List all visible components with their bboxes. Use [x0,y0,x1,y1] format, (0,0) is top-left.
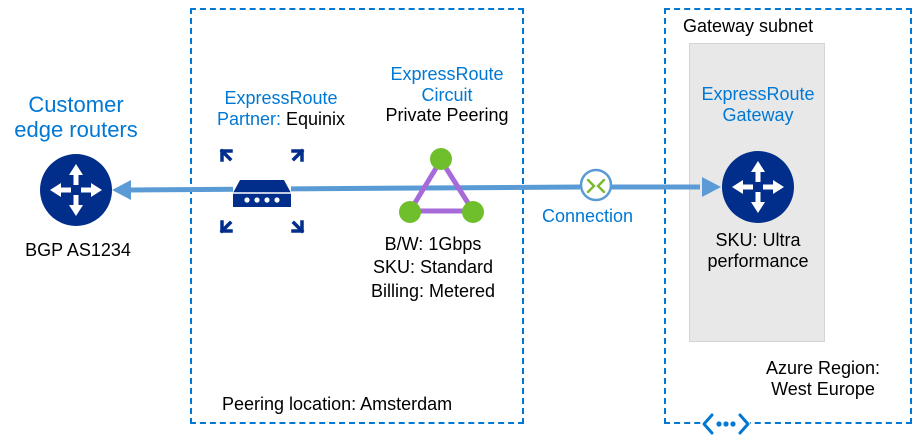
customer-title-line2: edge routers [14,117,138,143]
gateway-line2: Gateway [722,104,794,125]
expressroute-circuit-icon [399,148,484,223]
router-icon [40,154,112,226]
gateway-sku: SKU: Ultra performance [689,230,827,271]
partner-label: ExpressRoute Partner: Equinix [198,88,364,129]
customer-asn: BGP AS1234 [25,240,131,260]
circuit-properties: B/W: 1Gbps SKU: Standard Billing: Metere… [350,233,516,303]
circuit-billing: Billing: Metered [370,280,496,301]
network-device-icon [219,148,305,234]
connection-label: Connection [542,206,634,226]
arrow-left-icon [112,180,131,200]
azure-region-boundary [664,8,912,424]
partner-line1: ExpressRoute [224,88,338,108]
gateway-router-icon [722,151,794,223]
arrow-right-icon [702,177,721,197]
circuit-peering-type: Private Peering [385,105,509,126]
region-line1: Azure Region: [765,358,881,378]
customer-title: Customer edge routers [0,92,152,143]
circuit-label: ExpressRoute Circuit Private Peering [362,64,532,126]
circuit-line2: Circuit [421,84,473,105]
gateway-sku-line2: performance [707,250,809,271]
region-line2: West Europe [771,378,875,399]
gateway-subnet-label: Gateway subnet [683,16,814,36]
customer-title-line1: Customer [28,92,124,117]
peering-location-label: Peering location: Amsterdam [222,394,453,414]
connection-line [112,177,721,200]
gateway-line1: ExpressRoute [701,84,815,104]
circuit-bandwidth: B/W: 1Gbps [384,234,482,254]
partner-name: Equinix [286,108,346,129]
circuit-sku: SKU: Standard [372,257,494,278]
azure-region-label: Azure Region: West Europe [752,358,894,399]
connection-icon [579,168,613,202]
gateway-sku-line1: SKU: Ultra [715,230,801,250]
virtual-network-icon [702,412,750,436]
partner-prefix: Partner: [216,108,281,129]
peering-location-boundary [190,8,524,424]
gateway-label: ExpressRoute Gateway [689,84,827,125]
circuit-line1: ExpressRoute [390,64,504,84]
